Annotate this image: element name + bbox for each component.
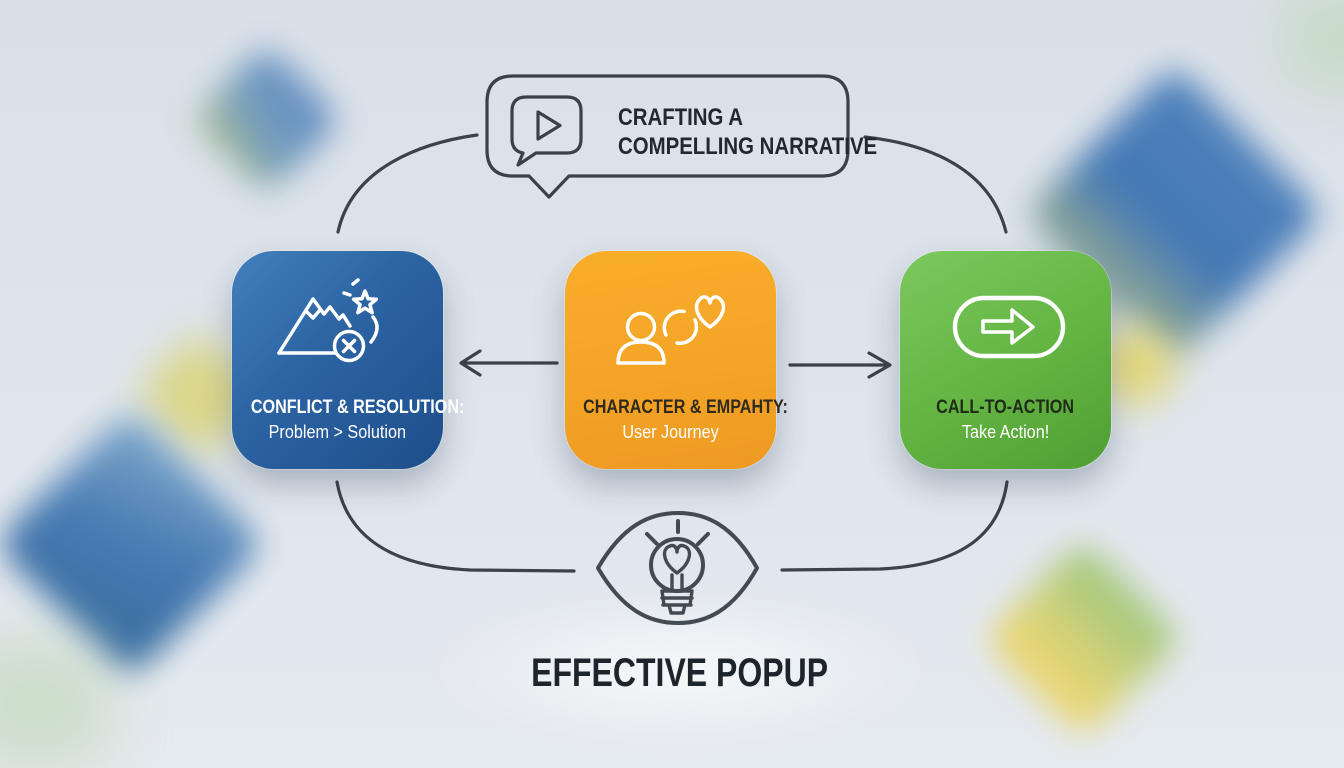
header-speech-bubble: CRAFTING A COMPELLING NARRATIVE (478, 70, 877, 205)
connector-top-right (863, 135, 1008, 234)
play-triangle (536, 110, 562, 141)
mountain-ridge (277, 297, 352, 355)
card-subtitle: Take Action! (961, 422, 1050, 442)
heart (694, 295, 726, 329)
cycle-arc-upper (662, 309, 686, 337)
mountain-star-cross-icon (277, 278, 379, 363)
card-character-empathy: CHARACTER & EMPAHTY: User Journey (565, 251, 788, 469)
card-call-to-action: CALL-TO-ACTION Take Action! (900, 251, 1111, 469)
mountain-snow-notch (304, 308, 322, 320)
page-title: EFFECTIVE POPUP (531, 651, 829, 695)
background-tint-top-right (1280, 0, 1344, 90)
connector-top-left (336, 133, 479, 234)
header-text-line1: CRAFTING A (618, 104, 744, 131)
card-title: CALL-TO-ACTION (936, 397, 1075, 418)
cycle-arc-lower (675, 318, 699, 346)
person-body (616, 340, 666, 365)
arrow-left-icon (459, 349, 559, 377)
bulb-rays (645, 519, 710, 546)
bulb-base (660, 589, 694, 615)
connector-bottom-left (335, 480, 576, 573)
connector-bottom-right (780, 480, 1009, 572)
pill-outline (952, 295, 1066, 359)
card-subtitle: User Journey (622, 422, 719, 442)
person-cycle-heart-icon (616, 295, 726, 365)
card-title: CHARACTER & EMPAHTY: (583, 397, 788, 418)
sparkle-dashes (342, 278, 360, 297)
person-head (625, 311, 657, 343)
eye-lightbulb-icon (596, 511, 759, 625)
background-tint-bottom-left (0, 640, 110, 768)
card-subtitle: Problem > Solution (268, 422, 407, 442)
header-text: CRAFTING A COMPELLING NARRATIVE (618, 103, 923, 161)
filament-stems (670, 573, 684, 593)
arrow-right-icon (788, 351, 892, 379)
eye-outline (596, 511, 759, 625)
arrow-pill-icon (952, 295, 1066, 359)
heart-filament (662, 543, 692, 575)
card-title: CONFLICT & RESOLUTION: (250, 397, 465, 418)
speech-bubble-outline (485, 74, 850, 199)
cross-circle (332, 329, 366, 363)
star (351, 289, 379, 315)
cross-x (341, 338, 357, 354)
card-conflict-resolution: CONFLICT & RESOLUTION: Problem > Solutio… (232, 251, 465, 469)
header-text-line2: COMPELLING NARRATIVE (618, 133, 878, 160)
swoosh-arc (369, 315, 379, 344)
block-arrow (981, 308, 1035, 345)
video-speech-bubble-icon (510, 95, 583, 167)
inner-bubble-outline (510, 95, 583, 167)
